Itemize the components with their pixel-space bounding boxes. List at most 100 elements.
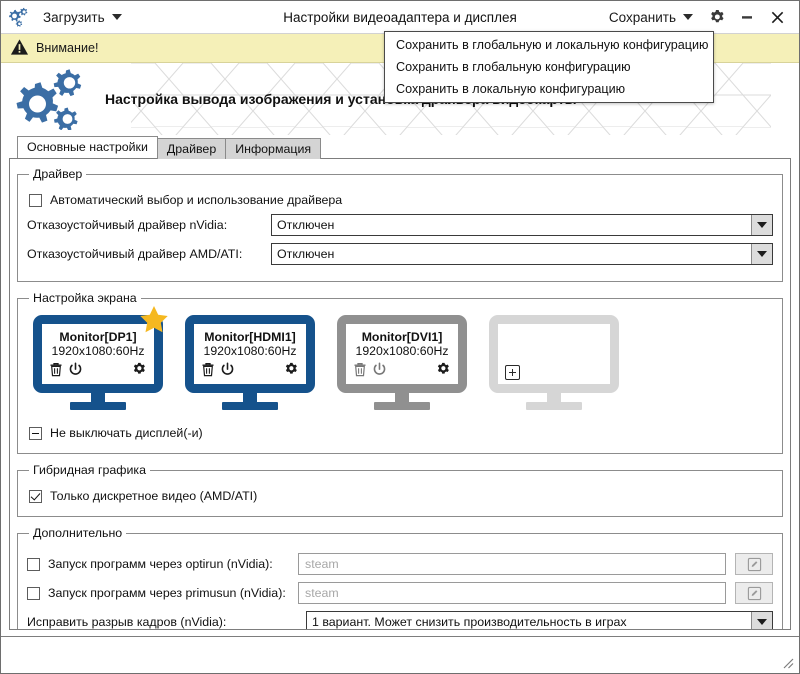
- trash-icon[interactable]: [353, 362, 367, 380]
- monitor-actions: [49, 362, 147, 380]
- discrete-video-label: Только дискретное видео (AMD/ATI): [50, 489, 258, 503]
- edit-pencil-icon: [747, 586, 761, 600]
- edit-pencil-icon: [747, 557, 761, 571]
- auto-driver-row[interactable]: Автоматический выбор и использование дра…: [29, 193, 773, 207]
- extra-section: Дополнительно Запуск программ через opti…: [17, 526, 783, 629]
- primusrun-input[interactable]: steam: [298, 582, 726, 604]
- power-icon[interactable]: [372, 362, 387, 380]
- monitor-screen: Monitor[DP1] 1920x1080:60Hz: [33, 315, 163, 393]
- warning-triangle-icon: [10, 38, 29, 59]
- amd-driver-combo[interactable]: Отключен: [271, 243, 773, 265]
- optirun-input[interactable]: steam: [298, 553, 726, 575]
- screen-section-legend: Настройка экрана: [33, 291, 137, 305]
- monitor-name: Monitor[DP1]: [59, 330, 137, 344]
- monitor-card-hdmi1[interactable]: Monitor[HDMI1] 1920x1080:60Hz: [185, 315, 315, 410]
- monitor-screen: Monitor[DVI1] 1920x1080:60Hz: [337, 315, 467, 393]
- primusrun-checkbox[interactable]: [27, 586, 40, 600]
- amd-driver-value: Отключен: [277, 247, 335, 261]
- nvidia-driver-row: Отказоустойчивый драйвер nVidia: Отключе…: [27, 214, 773, 236]
- save-menu-label: Сохранить: [608, 9, 676, 25]
- driver-section-legend: Драйвер: [33, 167, 83, 181]
- monitor-name: Monitor[DVI1]: [361, 330, 443, 344]
- monitor-stand: [337, 393, 467, 410]
- primusrun-label: Запуск программ через primusun (nVidia):: [48, 586, 286, 600]
- menu-item-save-global-local[interactable]: Сохранить в глобальную и локальную конфи…: [396, 38, 709, 52]
- tearfree-label: Исправить разрыв кадров (nVidia):: [27, 615, 227, 629]
- monitor-stand: [33, 393, 163, 410]
- settings-gear-button[interactable]: [703, 4, 731, 30]
- chevron-down-icon: [683, 14, 693, 20]
- tab-driver[interactable]: Драйвер: [156, 138, 227, 159]
- optirun-checkbox[interactable]: [27, 557, 40, 571]
- plus-icon[interactable]: [505, 365, 520, 380]
- gear-icon[interactable]: [436, 362, 451, 380]
- nvidia-driver-combo[interactable]: Отключен: [271, 214, 773, 236]
- no-blank-checkbox[interactable]: [29, 426, 42, 440]
- monitor-card-dvi1[interactable]: Monitor[DVI1] 1920x1080:60Hz: [337, 315, 467, 410]
- tab-content-panel: Драйвер Автоматический выбор и использов…: [9, 158, 791, 630]
- tab-main-settings[interactable]: Основные настройки: [17, 136, 158, 158]
- auto-driver-checkbox[interactable]: [29, 193, 42, 207]
- star-icon: [139, 305, 169, 337]
- minimize-button[interactable]: [733, 4, 761, 30]
- chevron-down-icon[interactable]: [751, 215, 772, 235]
- title-bar: Загрузить Настройки видеоадаптера и дисп…: [1, 1, 799, 34]
- tab-information[interactable]: Информация: [225, 138, 322, 159]
- monitor-resolution: 1920x1080:60Hz: [355, 344, 449, 358]
- monitor-actions: [353, 362, 451, 380]
- tearfree-row: Исправить разрыв кадров (nVidia): 1 вари…: [27, 611, 773, 629]
- discrete-video-row[interactable]: Только дискретное видео (AMD/ATI): [29, 489, 773, 503]
- monitor-card-add[interactable]: [489, 315, 619, 410]
- no-blank-label: Не выключать дисплей(-и): [50, 426, 203, 440]
- warning-text: Внимание!: [36, 41, 99, 55]
- monitor-screen: Monitor[HDMI1] 1920x1080:60Hz: [185, 315, 315, 393]
- hybrid-section: Гибридная графика Только дискретное виде…: [17, 463, 783, 517]
- save-menu-button[interactable]: Сохранить: [601, 7, 701, 28]
- chevron-down-icon[interactable]: [751, 612, 772, 629]
- monitor-name: Monitor[HDMI1]: [204, 330, 296, 344]
- tab-bar: Основные настройки Драйвер Информация: [1, 135, 799, 159]
- monitor-list: Monitor[DP1] 1920x1080:60Hz: [27, 306, 773, 412]
- amd-driver-row: Отказоустойчивый драйвер AMD/ATI: Отключ…: [27, 243, 773, 265]
- menu-item-save-global[interactable]: Сохранить в глобальную конфигурацию: [396, 60, 631, 74]
- monitor-screen: [489, 315, 619, 393]
- power-icon[interactable]: [68, 362, 83, 380]
- gear-icon[interactable]: [132, 362, 147, 380]
- discrete-video-checkbox[interactable]: [29, 489, 42, 503]
- load-menu-label: Загрузить: [43, 9, 105, 25]
- monitor-stand: [489, 393, 619, 410]
- tearfree-value: 1 вариант. Может снизить производительно…: [312, 615, 627, 629]
- extra-section-legend: Дополнительно: [33, 526, 123, 540]
- monitor-resolution: 1920x1080:60Hz: [51, 344, 145, 358]
- optirun-edit-button[interactable]: [735, 553, 773, 575]
- monitor-resolution: 1920x1080:60Hz: [203, 344, 297, 358]
- close-button[interactable]: [763, 4, 791, 30]
- primusrun-edit-button[interactable]: [735, 582, 773, 604]
- save-dropdown-menu[interactable]: Сохранить в глобальную и локальную конфи…: [384, 31, 714, 103]
- monitor-stand: [185, 393, 315, 410]
- tearfree-combo[interactable]: 1 вариант. Может снизить производительно…: [306, 611, 773, 629]
- monitor-card-dp1[interactable]: Monitor[DP1] 1920x1080:60Hz: [33, 306, 168, 410]
- status-bar: [1, 636, 799, 673]
- screen-section: Настройка экрана Monitor[DP1] 1920x1080:…: [17, 291, 783, 454]
- chevron-down-icon[interactable]: [751, 244, 772, 264]
- no-blank-row[interactable]: Не выключать дисплей(-и): [29, 426, 773, 440]
- nvidia-driver-label: Отказоустойчивый драйвер nVidia:: [27, 218, 228, 232]
- app-icon: [1, 7, 35, 27]
- chevron-down-icon: [111, 14, 122, 20]
- load-menu-button[interactable]: Загрузить: [35, 7, 130, 28]
- auto-driver-label: Автоматический выбор и использование дра…: [50, 193, 343, 207]
- trash-icon[interactable]: [49, 362, 63, 380]
- nvidia-driver-value: Отключен: [277, 218, 335, 232]
- resize-grip-icon[interactable]: [780, 655, 794, 669]
- gear-icon[interactable]: [284, 362, 299, 380]
- menu-item-save-local[interactable]: Сохранить в локальную конфигурацию: [396, 82, 626, 96]
- banner-logo-icon: [1, 68, 105, 130]
- trash-icon[interactable]: [201, 362, 215, 380]
- optirun-row: Запуск программ через optirun (nVidia): …: [27, 553, 773, 575]
- monitor-actions: [505, 365, 603, 380]
- power-icon[interactable]: [220, 362, 235, 380]
- primusrun-row: Запуск программ через primusun (nVidia):…: [27, 582, 773, 604]
- monitor-actions: [201, 362, 299, 380]
